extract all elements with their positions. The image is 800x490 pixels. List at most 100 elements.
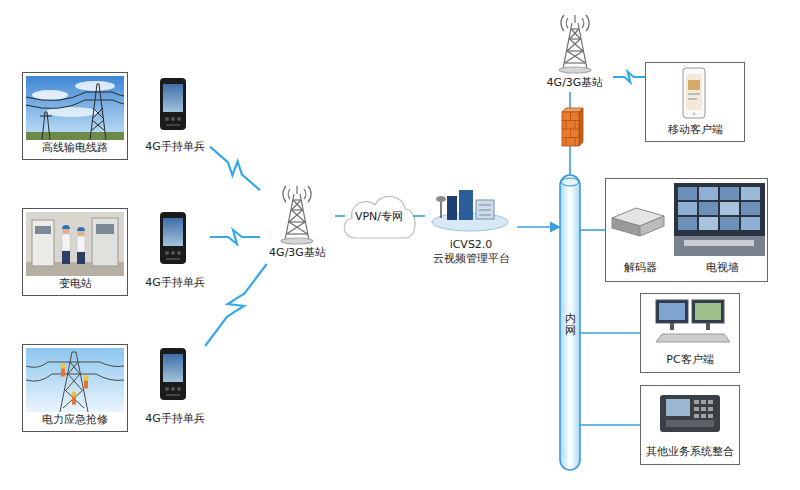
handheld-terminal: 4G手持单兵 [140, 210, 210, 290]
firewall-icon-part [579, 108, 583, 146]
power-line-photo-part-part [26, 92, 86, 101]
decoder-icon-part [640, 216, 664, 236]
server-icon-part [479, 215, 491, 216]
pc-icon-part [659, 303, 685, 320]
server-icon-part [479, 205, 491, 206]
firewall-icon-part-part [575, 138, 576, 147]
handheld-icon [160, 78, 186, 130]
node-label: iCVS2.0 云视频管理平台 [425, 238, 517, 266]
pc-icon-part [706, 323, 710, 330]
mobile-phone-icon-part [688, 93, 700, 95]
repair-photo-part-part [63, 390, 83, 408]
mobile-phone-icon-part [688, 98, 697, 100]
repair-photo-part [61, 364, 66, 369]
firewall-icon-part-part [570, 129, 571, 138]
video-wall-photo-part-part [678, 202, 697, 215]
terminal-icon-part [666, 420, 714, 427]
cloud-shape [344, 196, 415, 238]
node-label: PC客户端 [641, 353, 739, 367]
node-label: 4G手持单兵 [140, 412, 210, 426]
power-line-photo-part-part [40, 116, 52, 117]
power-line-photo [26, 76, 124, 140]
network-link [517, 226, 560, 228]
network-link [335, 215, 345, 217]
photo-box: 高线输电线路 [22, 72, 128, 160]
power-line-photo-part-part [93, 108, 103, 118]
pc-icon-part [656, 334, 730, 342]
repair-photo [26, 348, 124, 412]
video-wall-photo-part [674, 236, 765, 256]
tower-icon [281, 186, 313, 244]
power-line-photo-part [32, 90, 68, 100]
terminal-icon [660, 395, 720, 432]
node-label: 其他业务系统整合 [641, 445, 739, 459]
substation-photo-part [35, 226, 51, 234]
pc-icon [656, 300, 730, 342]
server-icon-part [447, 196, 457, 220]
base-station: 4G/3G基站 [537, 12, 613, 92]
node-label: 4G/3G基站 [537, 76, 613, 90]
node-label: 变电站 [23, 277, 127, 291]
server-icon [432, 190, 508, 231]
node-label: 电视墙 [678, 261, 766, 275]
node-label: 高线输电线路 [23, 141, 127, 155]
repair-photo-part [84, 381, 88, 389]
terminal-icon-part-part [701, 414, 706, 418]
node-label: 4G手持单兵 [140, 140, 210, 154]
node-label: 内网 [565, 313, 576, 337]
repair-photo-part-part [100, 362, 124, 367]
terminal-icon-part-part [694, 407, 699, 411]
pc-icon-part [656, 300, 688, 323]
repair-photo-part [26, 348, 124, 412]
video-wall-photo-part-part [720, 217, 739, 230]
terminal-icon-part-part [708, 414, 713, 418]
video-wall-photo [674, 183, 765, 256]
power-line-photo-part-part [113, 100, 124, 104]
terminal-icon-part-part [708, 400, 713, 404]
terminal-icon-part-part [708, 407, 713, 411]
substation-photo-part [32, 220, 54, 266]
repair-photo-part [84, 376, 89, 381]
network-link [580, 332, 640, 334]
repair-photo-part-part [66, 374, 80, 390]
node-label: 4G手持单兵 [140, 276, 210, 290]
mobile-phone-icon-part [686, 74, 702, 110]
wireless-link [205, 264, 267, 346]
repair-photo-part [72, 397, 76, 405]
pc-icon-part [670, 323, 674, 330]
substation-photo-part [62, 225, 70, 229]
handheld-icon [160, 348, 186, 400]
client-box: 移动客户端 [645, 62, 745, 142]
photo-box: 电力应急抢修 [22, 344, 128, 432]
photo-box: 变电站 [22, 208, 128, 296]
power-line-photo-part-part [92, 120, 104, 130]
repair-photo-part-part [68, 374, 82, 390]
mobile-phone-icon-part [692, 112, 695, 115]
power-line-photo-part-part [26, 100, 85, 109]
repair-photo-part-part [70, 362, 80, 374]
server-icon-part [476, 200, 494, 219]
power-line-photo-part [26, 132, 124, 140]
intranet-pipe: 内网 [560, 175, 580, 470]
power-line-photo-part-part [92, 120, 104, 130]
terminal-icon-part [666, 399, 690, 416]
server-icon-part [440, 200, 442, 218]
terminal-icon-part [660, 395, 720, 432]
power-line-photo-part [26, 76, 124, 140]
video-wall-photo-part [678, 187, 760, 230]
substation-photo-part [77, 227, 85, 231]
firewall-icon-part [562, 112, 579, 146]
mobile-phone-icon-part [688, 80, 700, 90]
terminal-icon-part-part [701, 407, 706, 411]
repair-photo-part [72, 392, 77, 397]
power-line-photo-part-part [86, 92, 112, 93]
substation-photo-part [62, 234, 70, 251]
node-label: 移动客户端 [646, 123, 744, 137]
repair-photo-part-part [60, 352, 88, 412]
server-icon-part [436, 196, 446, 202]
cloud-network: VPN/专网 [345, 193, 413, 239]
video-wall-photo-part-part [741, 217, 760, 230]
terminal-icon-part [694, 400, 713, 418]
display-box: 解码器电视墙 [605, 178, 768, 282]
